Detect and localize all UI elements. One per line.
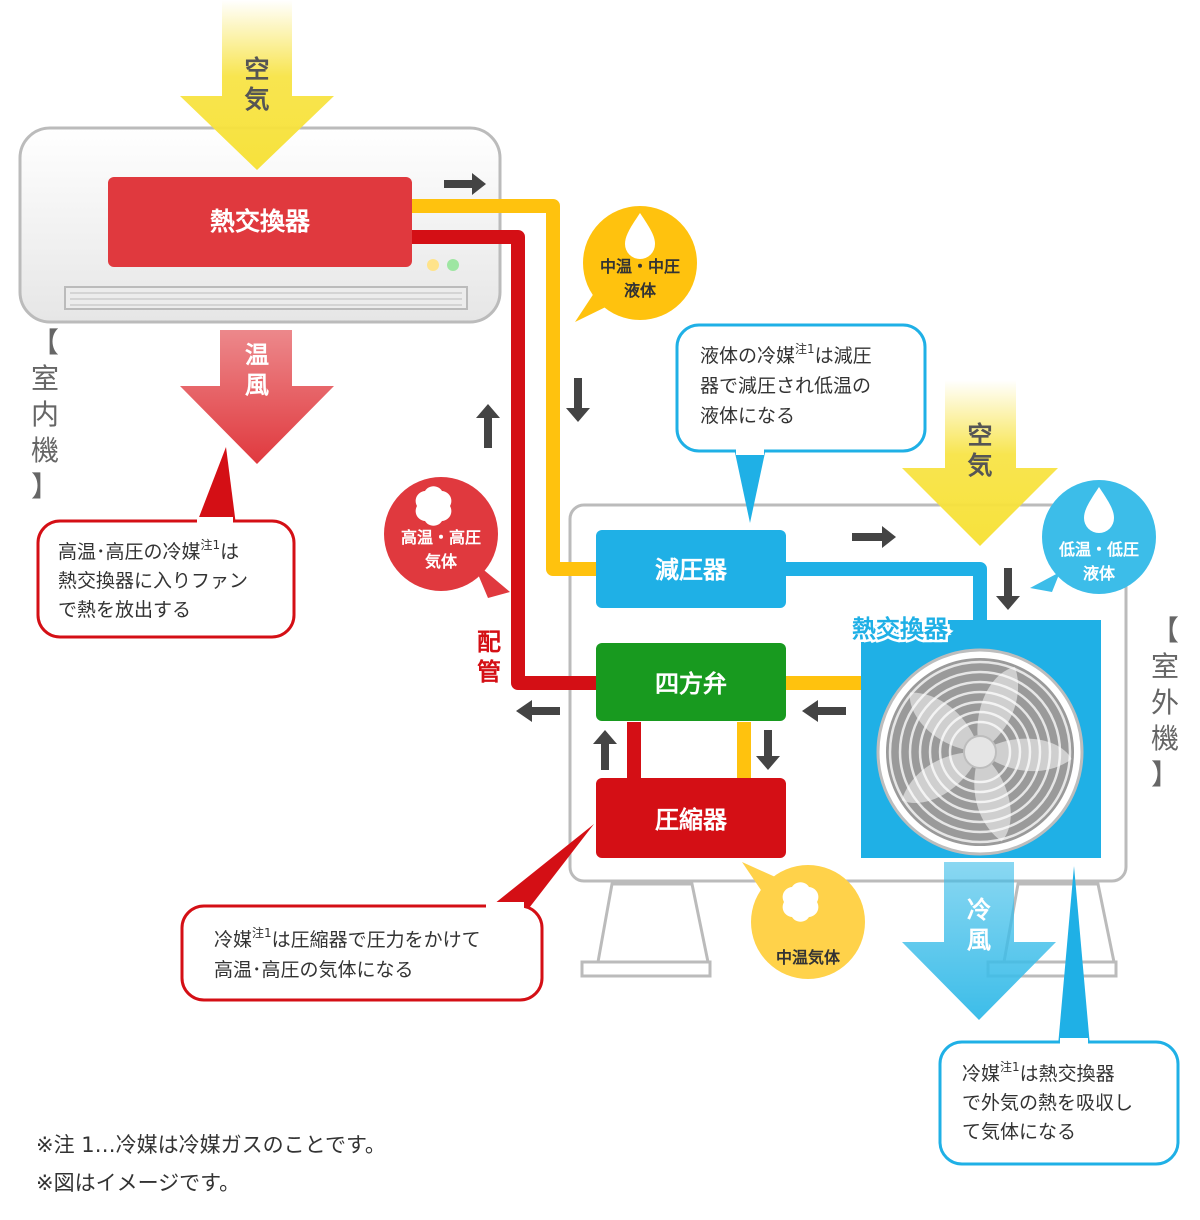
cold-wind-label: 冷風	[967, 896, 991, 954]
callout-expansion: 液体の冷媒注1は減圧器で減圧され低温の液体になる	[675, 323, 927, 523]
compressor-label: 圧縮器	[655, 806, 728, 834]
indoor-air-arrow: 空気	[180, 0, 334, 170]
four-way-valve	[596, 643, 786, 721]
badge-low-temp-liquid: 低温・低圧液体	[1030, 480, 1156, 594]
note-image: ※図はイメージです。	[36, 1171, 240, 1195]
svg-text:高温･高圧の冷媒注1は熱交換器に入りファンで熱を放出する: 高温･高圧の冷媒注1は熱交換器に入りファンで熱を放出する	[58, 537, 248, 621]
droplet-icon	[625, 213, 655, 259]
svg-text:低温・低圧液体: 低温・低圧液体	[1058, 540, 1139, 583]
fan-icon	[876, 648, 1084, 856]
refrigerant-pipes	[410, 199, 987, 778]
four-way-valve-label: 四方弁	[655, 670, 727, 698]
outdoor-air-arrow: 空気	[902, 380, 1058, 546]
outdoor-heat-exchanger-label: 熱交換器	[852, 615, 949, 643]
droplet-icon	[1084, 487, 1114, 533]
badge-high-temp-gas: 高温・高圧気体	[384, 477, 510, 598]
expansion-valve-label: 減圧器	[655, 556, 728, 584]
outdoor-unit-label: 【室外機】	[1151, 614, 1179, 791]
cold-wind-arrow: 冷風	[902, 862, 1056, 1020]
pipe-label: 配管	[477, 628, 501, 686]
flow-arrow-icon	[444, 173, 1020, 770]
warm-wind-label: 温風	[245, 341, 269, 399]
warm-wind-arrow: 温風	[180, 330, 334, 464]
indoor-unit-label: 【室内機】	[31, 326, 59, 503]
cloud-icon	[782, 882, 819, 922]
compressor	[596, 778, 786, 858]
svg-text:中温・中圧液体: 中温・中圧液体	[600, 257, 680, 300]
callout-indoor: 高温･高圧の冷媒注1は熱交換器に入りファンで熱を放出する	[36, 447, 296, 639]
svg-text:中温気体: 中温気体	[776, 948, 841, 967]
callout-compressor: 冷媒注1は圧縮器で圧力をかけて高温･高圧の気体になる	[180, 824, 594, 1002]
indoor-heat-exchanger	[108, 177, 412, 267]
expansion-valve	[596, 530, 786, 608]
svg-text:冷媒注1は圧縮器で圧力をかけて高温･高圧の気体になる: 冷媒注1は圧縮器で圧力をかけて高温･高圧の気体になる	[214, 925, 481, 981]
outdoor-air-label: 空気	[967, 421, 992, 480]
badge-mid-temp-gas: 中温気体	[742, 862, 865, 979]
note-refrigerant: ※注 1…冷媒は冷媒ガスのことです。	[36, 1133, 386, 1157]
cloud-icon	[415, 486, 452, 526]
indoor-heat-exchanger-label: 熱交換器	[210, 207, 311, 236]
indoor-air-label: 空気	[244, 55, 269, 114]
svg-text:冷媒注1は熱交換器で外気の熱を吸収して気体になる: 冷媒注1は熱交換器で外気の熱を吸収して気体になる	[962, 1059, 1133, 1143]
svg-text:液体の冷媒注1は減圧器で減圧され低温の液体になる: 液体の冷媒注1は減圧器で減圧され低温の液体になる	[700, 341, 872, 427]
badge-mid-temp-liquid: 中温・中圧液体	[575, 206, 697, 322]
svg-text:高温・高圧気体: 高温・高圧気体	[401, 528, 481, 571]
callout-outdoor-hx: 冷媒注1は熱交換器で外気の熱を吸収して気体になる	[938, 866, 1180, 1166]
